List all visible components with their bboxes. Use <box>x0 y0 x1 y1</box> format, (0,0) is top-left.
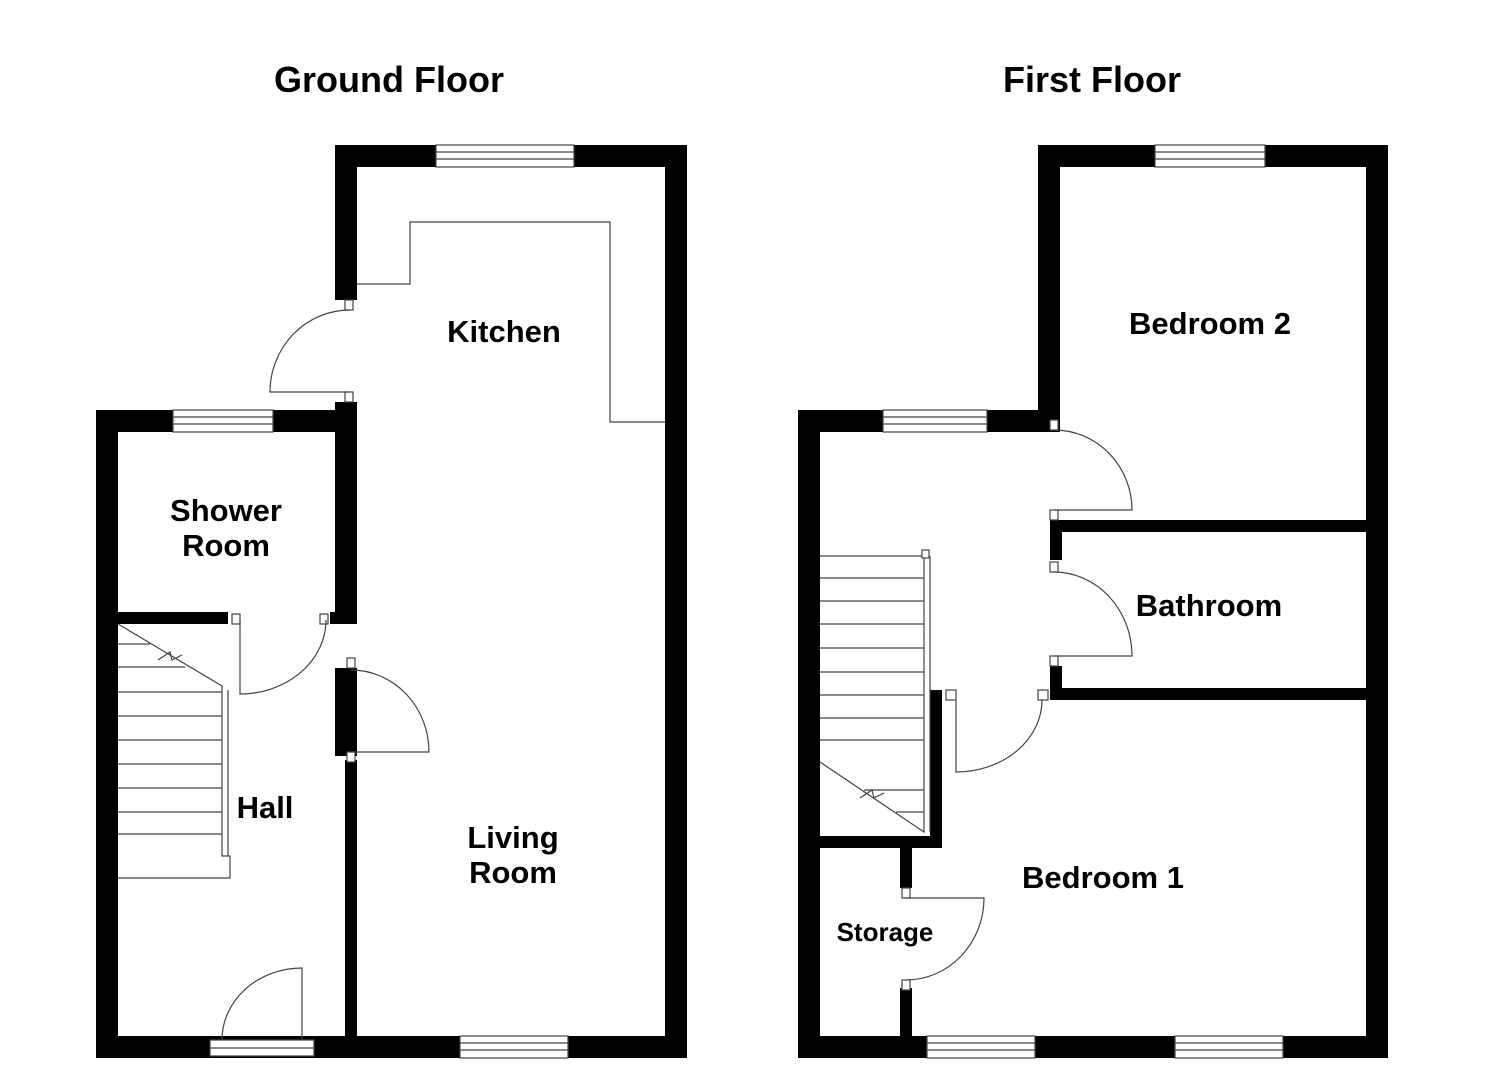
ground-windows <box>172 144 575 1059</box>
first-stairs <box>819 549 931 834</box>
living-room-door <box>346 657 430 763</box>
living-room-window <box>459 1035 569 1059</box>
landing-window <box>882 409 988 433</box>
ground-doors <box>221 299 430 1041</box>
ground-floor-title: Ground Floor <box>274 59 504 100</box>
kitchen-window <box>435 144 575 168</box>
kitchen-label: Kitchen <box>447 314 561 349</box>
shower-room-label-line1: Shower <box>170 493 282 528</box>
ground-floor-plan: Kitchen Shower Room Hall Living Room <box>96 144 687 1059</box>
bedroom-2-door <box>1049 419 1133 521</box>
storage-door <box>901 887 985 991</box>
hall-label: Hall <box>237 790 294 825</box>
ground-stairs <box>117 623 231 879</box>
living-room-label-line1: Living <box>467 820 558 855</box>
first-doors <box>901 419 1133 991</box>
bedroom-1-door <box>945 689 1049 773</box>
bedroom-2-window <box>1154 144 1266 168</box>
shower-room-window <box>172 409 274 433</box>
shower-room-door <box>231 613 329 695</box>
kitchen-back-door <box>269 299 354 403</box>
first-windows <box>882 144 1284 1059</box>
front-door-threshold <box>209 1039 315 1057</box>
bathroom-label: Bathroom <box>1136 588 1282 623</box>
shower-room-label-line2: Room <box>182 528 270 563</box>
bedroom-1-label: Bedroom 1 <box>1022 860 1184 895</box>
bedroom-2-label: Bedroom 2 <box>1129 306 1291 341</box>
front-door <box>221 967 303 1041</box>
bathroom-door <box>1049 561 1133 667</box>
bedroom-1-window-left <box>926 1035 1036 1059</box>
bedroom-1-window-right <box>1174 1035 1284 1059</box>
storage-label: Storage <box>837 917 934 947</box>
first-floor-plan: Bedroom 2 Bathroom Bedroom 1 Storage <box>798 144 1388 1059</box>
ground-floor-walls <box>96 145 687 1058</box>
living-room-label-line2: Room <box>469 855 557 890</box>
kitchen-worktop <box>357 221 665 423</box>
first-floor-title: First Floor <box>1003 59 1181 100</box>
